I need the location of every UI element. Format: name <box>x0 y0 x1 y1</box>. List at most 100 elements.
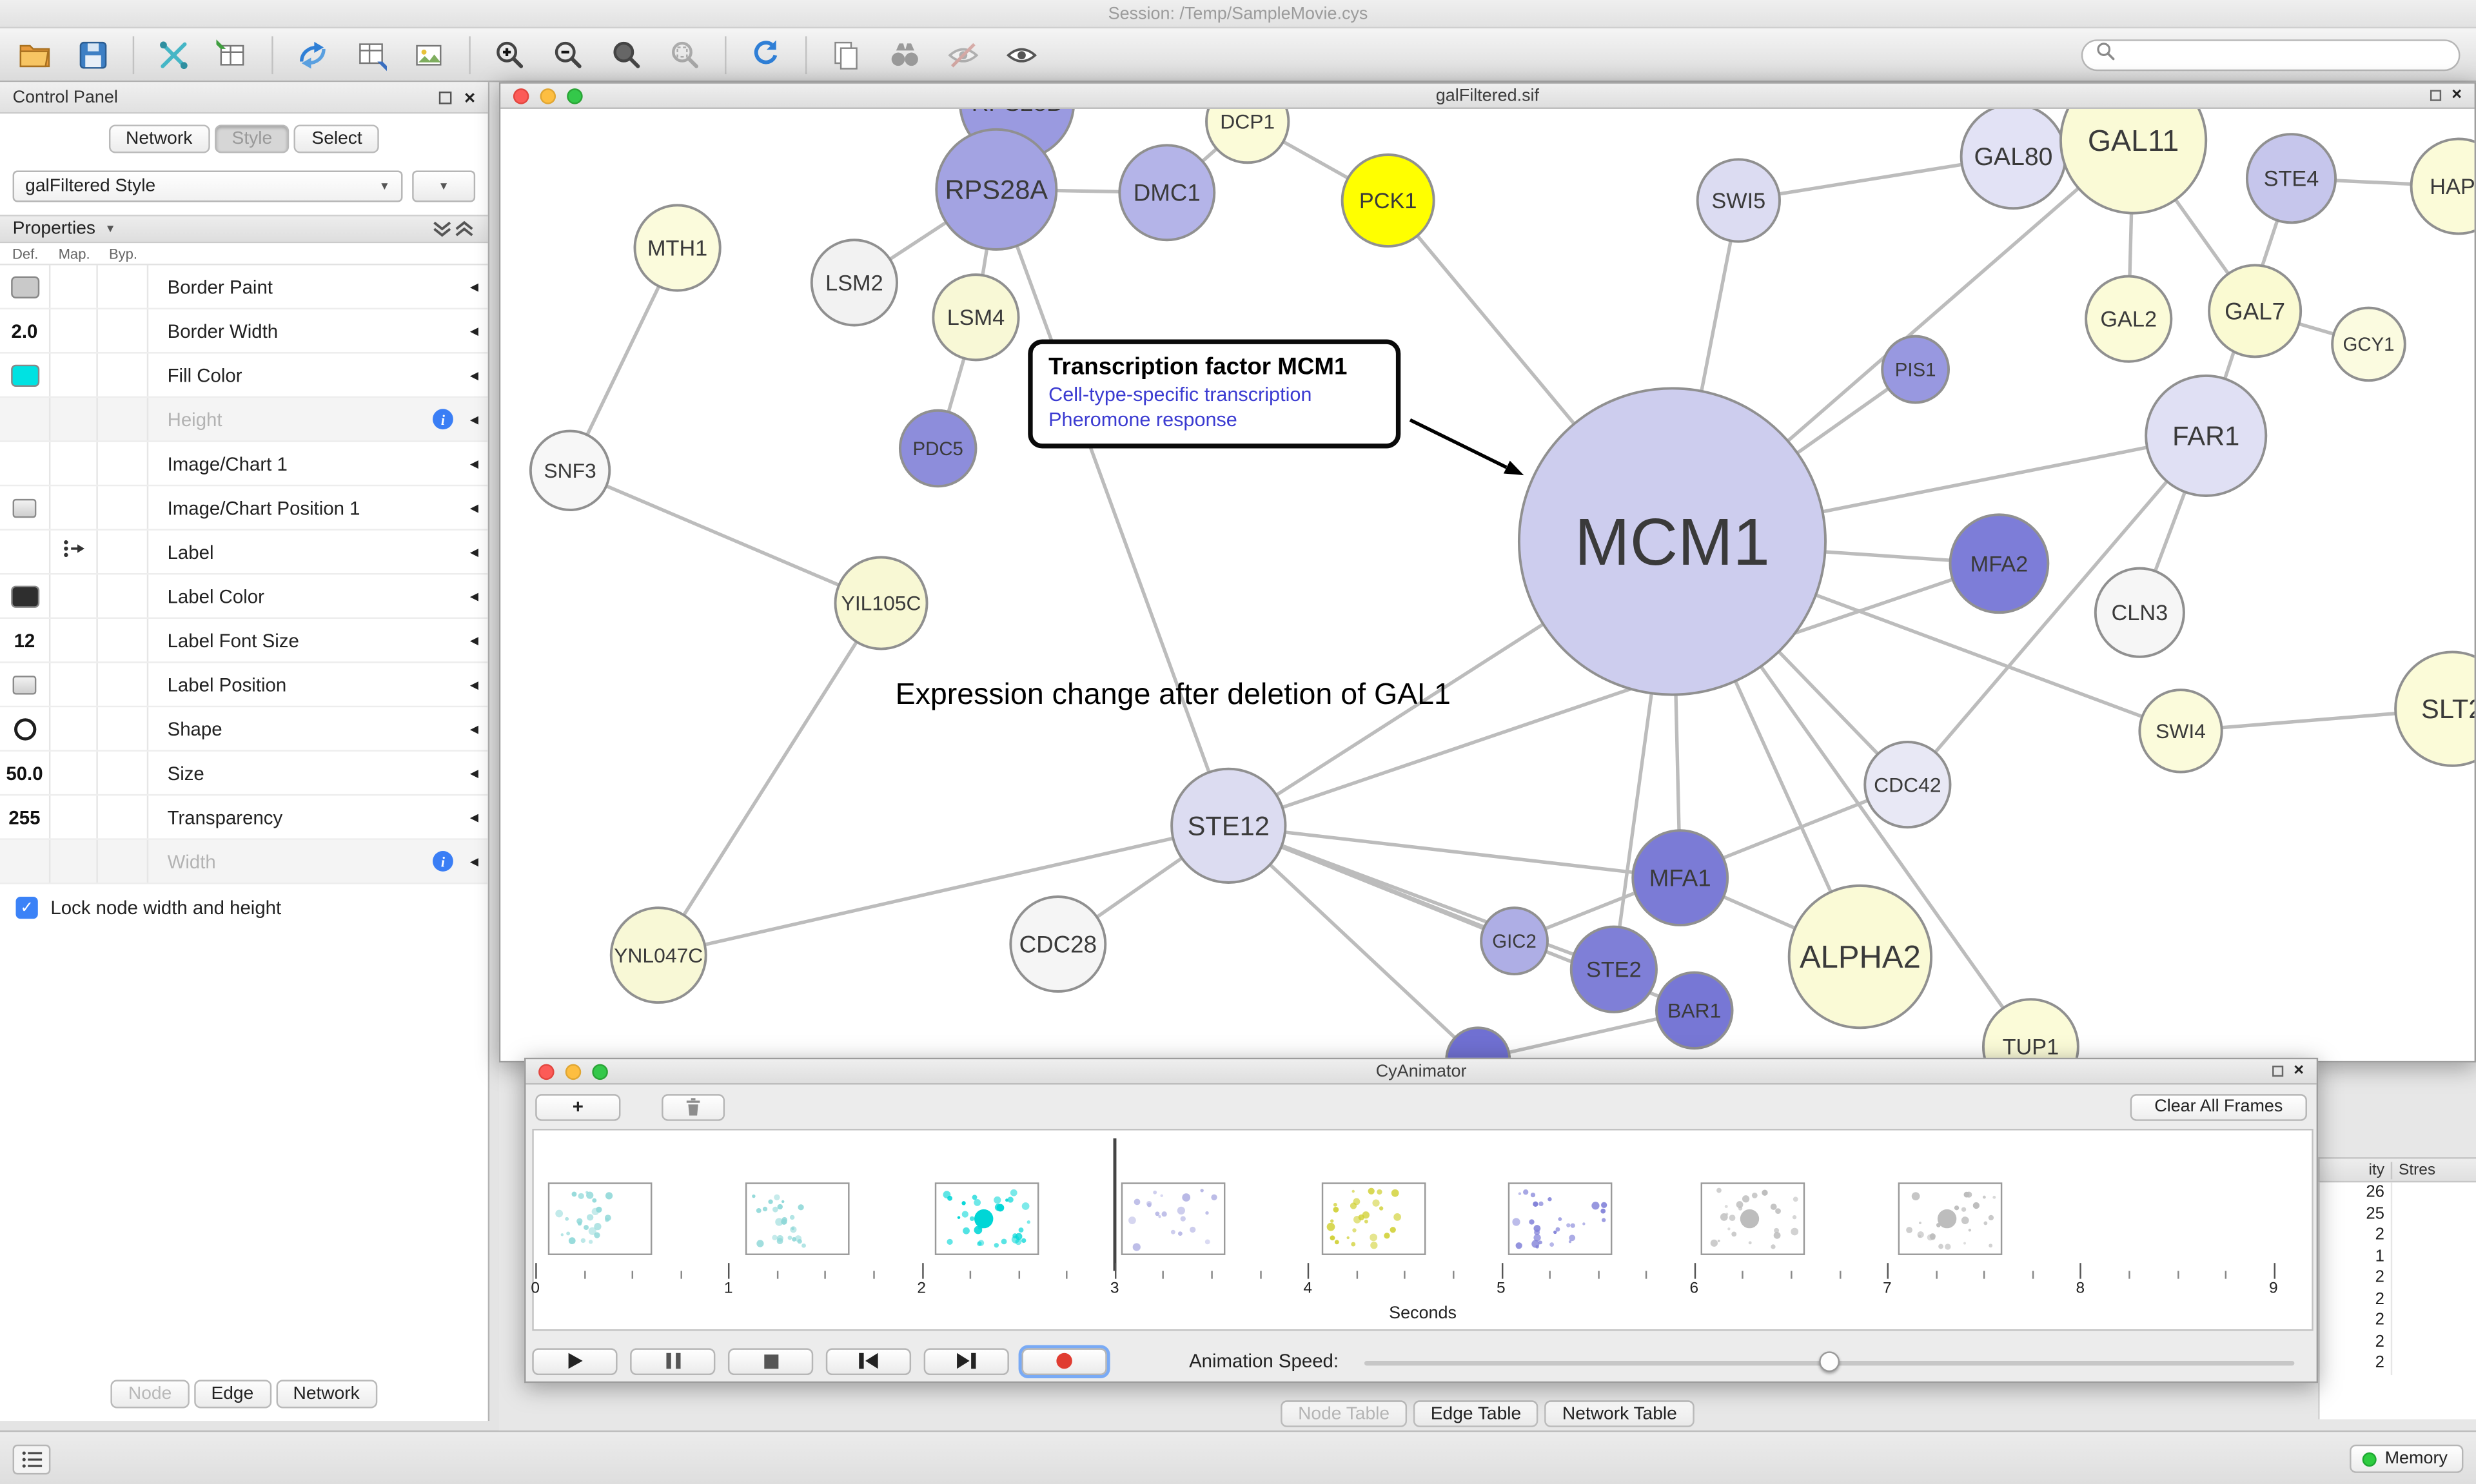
maximize-window-icon[interactable] <box>592 1063 608 1079</box>
default-value-cell[interactable] <box>0 707 51 750</box>
panel-tab-edge[interactable]: Edge <box>193 1380 271 1409</box>
table-row[interactable]: 2 <box>2320 1267 2476 1289</box>
property-row-label-color[interactable]: Label Color◀ <box>0 574 488 620</box>
network-node-yil105c[interactable]: YIL105C <box>834 556 928 650</box>
table-row[interactable]: 25 <box>2320 1204 2476 1225</box>
tab-style[interactable]: Style <box>214 124 290 153</box>
network-node-swi4[interactable]: SWI4 <box>2138 688 2223 774</box>
play-button[interactable] <box>532 1347 618 1374</box>
bypass-cell[interactable] <box>98 751 149 794</box>
network-node-cdc28[interactable]: CDC28 <box>1009 895 1107 993</box>
mapping-cell[interactable] <box>50 663 98 706</box>
expand-row-icon[interactable]: ◀ <box>469 723 479 736</box>
delete-frame-button[interactable] <box>662 1093 725 1120</box>
annotation-link[interactable]: Pheromone response <box>1048 409 1237 431</box>
zoom-in-button[interactable] <box>491 35 529 73</box>
network-node-pdc5[interactable]: PDC5 <box>898 409 978 488</box>
expand-row-icon[interactable]: ◀ <box>469 282 479 293</box>
bypass-cell[interactable] <box>98 265 149 308</box>
network-node-slt2[interactable]: SLT2 <box>2394 650 2475 767</box>
minimize-window-icon[interactable] <box>540 87 556 104</box>
expand-row-icon[interactable]: ◀ <box>469 812 479 824</box>
close-window-icon[interactable] <box>513 87 529 104</box>
default-value-cell[interactable] <box>0 663 51 706</box>
bypass-cell[interactable] <box>98 486 149 529</box>
lock-aspect-checkbox[interactable]: ✓ <box>15 897 38 919</box>
default-value-cell[interactable] <box>0 574 51 618</box>
mapping-cell[interactable] <box>50 265 98 308</box>
properties-header[interactable]: Properties ▼ <box>0 215 488 244</box>
bypass-cell[interactable] <box>98 353 149 396</box>
mapping-cell[interactable] <box>50 353 98 396</box>
network-node-ste2[interactable]: STE2 <box>1569 925 1658 1013</box>
table-row[interactable]: 2 <box>2320 1352 2476 1374</box>
default-value-cell[interactable] <box>0 398 51 441</box>
default-value-cell[interactable] <box>0 353 51 396</box>
record-button[interactable] <box>1021 1347 1107 1374</box>
default-value-cell[interactable] <box>0 530 51 573</box>
bypass-cell[interactable] <box>98 442 149 485</box>
property-row-image-chart-position-1[interactable]: Image/Chart Position 1◀ <box>0 486 488 531</box>
expand-row-icon[interactable]: ◀ <box>469 547 479 558</box>
network-node-mfa2[interactable]: MFA2 <box>1949 513 2050 614</box>
expand-row-icon[interactable]: ◀ <box>469 768 479 779</box>
style-options-button[interactable]: ▼ <box>412 170 476 202</box>
bypass-cell[interactable] <box>98 839 149 883</box>
info-icon[interactable]: i <box>433 851 453 872</box>
table-row[interactable]: 2 <box>2320 1225 2476 1247</box>
network-node-cdc42[interactable]: CDC42 <box>1863 741 1952 829</box>
find-button[interactable] <box>886 35 924 73</box>
network-node-swi5[interactable]: SWI5 <box>1696 158 1781 243</box>
import-network-from-file-button[interactable] <box>155 35 193 73</box>
default-value-cell[interactable] <box>0 839 51 883</box>
copy-button[interactable] <box>827 35 865 73</box>
network-node-mth1[interactable]: MTH1 <box>633 204 722 292</box>
bypass-cell[interactable] <box>98 309 149 353</box>
network-node-snf3[interactable]: SNF3 <box>529 429 611 511</box>
network-node-ste4[interactable]: STE4 <box>2245 133 2337 224</box>
network-node-nodeb[interactable] <box>1445 1026 1511 1061</box>
annotation-link[interactable]: Cell-type-specific transcription <box>1048 384 1312 406</box>
search-input[interactable] <box>2123 44 2446 64</box>
bypass-cell[interactable] <box>98 619 149 662</box>
network-node-tup1[interactable]: TUP1 <box>1981 998 2079 1061</box>
network-node-lsm4[interactable]: LSM4 <box>932 273 1020 362</box>
expand-row-icon[interactable]: ◀ <box>469 370 479 382</box>
tab-network-table[interactable]: Network Table <box>1544 1400 1695 1427</box>
bypass-cell[interactable] <box>98 398 149 441</box>
property-row-shape[interactable]: Shape◀ <box>0 707 488 752</box>
network-node-gcy1[interactable]: GCY1 <box>2331 306 2406 382</box>
save-session-button[interactable] <box>74 35 112 73</box>
network-edge[interactable] <box>656 602 883 957</box>
skip-to-start-button[interactable] <box>825 1347 912 1374</box>
bypass-cell[interactable] <box>98 530 149 573</box>
apply-layout-button[interactable] <box>747 35 785 73</box>
table-row[interactable]: 1 <box>2320 1246 2476 1268</box>
expand-row-icon[interactable]: ◀ <box>469 326 479 337</box>
mapping-cell[interactable] <box>50 486 98 529</box>
cyanimator-titlebar[interactable]: CyAnimator × <box>526 1059 2317 1085</box>
keyframe-thumbnail[interactable] <box>1121 1182 1226 1255</box>
mapping-cell[interactable] <box>50 398 98 441</box>
network-node-dmc1[interactable]: DMC1 <box>1118 144 1216 242</box>
keyframe-thumbnail[interactable] <box>1700 1182 1805 1255</box>
open-session-button[interactable] <box>15 35 54 73</box>
network-node-far1[interactable]: FAR1 <box>2145 374 2268 497</box>
expand-row-icon[interactable]: ◀ <box>469 856 479 868</box>
tab-select[interactable]: Select <box>294 124 380 153</box>
float-window-icon[interactable] <box>2429 90 2441 101</box>
table-row[interactable]: 2 <box>2320 1289 2476 1311</box>
network-canvas[interactable]: RPS28BRPS28ADMC1DCP1PCK1SWI5GAL80GAL11ST… <box>500 108 2475 1061</box>
keyframe-thumbnail[interactable] <box>1898 1182 2003 1255</box>
add-frame-button[interactable]: + <box>535 1093 621 1120</box>
float-window-icon[interactable] <box>2272 1066 2283 1077</box>
network-edge[interactable] <box>658 824 1229 957</box>
default-value-cell[interactable]: 2.0 <box>0 309 51 353</box>
network-node-mfa1[interactable]: MFA1 <box>1631 829 1729 927</box>
collapse-expand-icons[interactable] <box>431 219 476 238</box>
keyframe-thumbnail[interactable] <box>1508 1182 1613 1255</box>
